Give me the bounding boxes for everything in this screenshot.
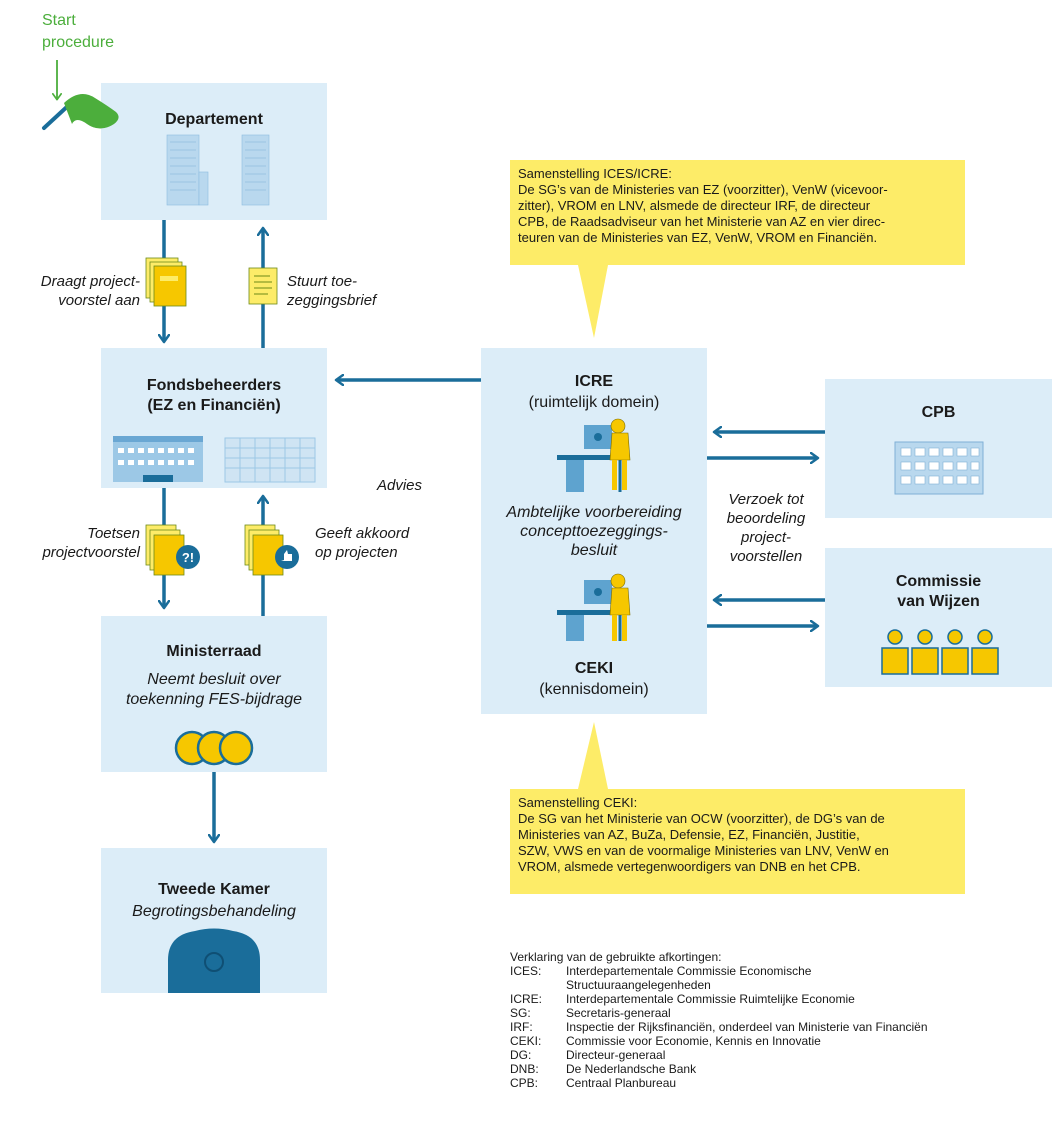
documents-approve-icon xyxy=(244,524,299,576)
abbreviation-value: Interdepartementale Commissie Economisch… xyxy=(566,964,812,992)
note-ices-icre: Samenstelling ICES/ICRE: De SG’s van de … xyxy=(510,160,965,265)
label-geeft: Geeft akkoord op projecten xyxy=(315,525,410,561)
note-ceki-heading: Samenstelling CEKI: xyxy=(518,795,638,810)
letter-icon xyxy=(248,267,278,305)
icre-ceki-middle: Ambtelijke voorbereiding concepttoezeggi… xyxy=(506,504,682,559)
worker-desk-icon xyxy=(557,418,631,492)
committee-people-icon xyxy=(881,629,999,675)
abbreviation-value: Inspectie der Rijksfinanciën, onderdeel … xyxy=(566,1020,928,1034)
label-toetsen: Toetsen projectvoorstel xyxy=(42,525,140,561)
abbreviation-key: CPB: xyxy=(510,1076,539,1090)
abbreviation-row: SG: Secretaris-generaal xyxy=(510,1006,1046,1020)
abbreviations-legend: Verklaring van de gebruikte afkortingen:… xyxy=(510,950,1046,1090)
label-draagt: Draagt project- voorstel aan xyxy=(40,273,140,309)
abbreviation-row: DG: Directeur-generaal xyxy=(510,1048,1046,1062)
icre-subtitle: (ruimtelijk domein) xyxy=(528,394,660,411)
departement-title: Departement xyxy=(165,111,263,128)
abbreviation-key: ICRE: xyxy=(510,992,543,1006)
abbreviation-row: CPB: Centraal Planbureau xyxy=(510,1076,1046,1090)
abbreviation-key: DNB: xyxy=(510,1062,539,1076)
departement-box xyxy=(101,83,327,220)
cpb-title: CPB xyxy=(921,404,956,421)
ministerraad-title: Ministerraad xyxy=(166,643,262,660)
abbreviation-value: Secretaris-generaal xyxy=(566,1006,671,1020)
label-stuurt: Stuurt toe- zeggingsbrief xyxy=(287,273,377,309)
abbreviation-key: ICES: xyxy=(510,964,542,978)
abbreviation-key: DG: xyxy=(510,1048,532,1062)
icre-title: ICRE xyxy=(574,373,614,390)
abbreviation-key: IRF: xyxy=(510,1020,533,1034)
abbreviations-heading: Verklaring van de gebruikte afkortingen: xyxy=(510,950,722,964)
abbreviation-key: CEKI: xyxy=(510,1034,542,1048)
note-ices-heading: Samenstelling ICES/ICRE: xyxy=(518,166,672,181)
icre-ceki-box xyxy=(481,348,707,714)
abbreviation-value: De Nederlandsche Bank xyxy=(566,1062,697,1076)
abbreviations-list: ICES: Interdepartementale Commissie Econo… xyxy=(510,964,1046,1090)
ministry-building-icon-2 xyxy=(224,437,316,483)
abbreviation-key: SG: xyxy=(510,1006,531,1020)
abbreviation-row: DNB: De Nederlandsche Bank xyxy=(510,1062,1046,1076)
abbreviation-value: Interdepartementale Commissie Ruimtelijk… xyxy=(566,992,855,1006)
start-procedure-label: Start procedure xyxy=(42,12,115,51)
ministerraad-subtitle: Neemt besluit over toekenning FES-bijdra… xyxy=(125,671,303,708)
label-verzoek: Verzoek tot beoordeling project- voorste… xyxy=(726,491,806,565)
fondsbeheerders-title: Fondsbeheerders (EZ en Financiën) xyxy=(146,377,282,414)
abbreviation-value: Commissie voor Economie, Kennis en Innov… xyxy=(566,1034,821,1048)
svg-text:?!: ?! xyxy=(182,550,194,565)
start-flag-icon xyxy=(42,94,119,130)
cpb-building-icon xyxy=(894,441,984,495)
tweede-kamer-title: Tweede Kamer xyxy=(158,881,270,898)
ceki-subtitle: (kennisdomein) xyxy=(539,681,649,698)
documents-icon xyxy=(145,257,187,307)
worker-desk-icon-2 xyxy=(557,573,631,641)
note-ices-body: De SG’s van de Ministeries van EZ (voorz… xyxy=(518,182,888,245)
documents-question-icon: ?! xyxy=(145,524,200,576)
parliament-seat-icon xyxy=(168,928,260,993)
commissie-title: Commissie van Wijzen xyxy=(895,573,982,610)
note-ceki-body: De SG van het Ministerie van OCW (voorzi… xyxy=(518,811,889,874)
ministry-building-icon xyxy=(113,436,203,482)
abbreviation-row: IRF: Inspectie der Rijksfinanciën, onderd… xyxy=(510,1020,1046,1034)
abbreviation-row: ICRE: Interdepartementale Commissie Ruimt… xyxy=(510,992,1046,1006)
abbreviation-value: Centraal Planbureau xyxy=(566,1076,677,1090)
abbreviation-row: ICES: Interdepartementale Commissie Econo… xyxy=(510,964,1046,992)
ceki-title: CEKI xyxy=(574,660,614,677)
note-ceki-pointer xyxy=(578,722,608,789)
note-ices-pointer xyxy=(578,265,608,338)
abbreviation-value: Directeur-generaal xyxy=(566,1048,666,1062)
coins-icon xyxy=(174,730,254,766)
note-ceki: Samenstelling CEKI: De SG van het Minist… xyxy=(510,789,965,894)
abbreviation-row: CEKI: Commissie voor Economie, Kennis en … xyxy=(510,1034,1046,1048)
building-icon xyxy=(166,134,270,206)
tweede-kamer-subtitle: Begrotingsbehandeling xyxy=(132,903,296,920)
label-advies: Advies xyxy=(377,477,423,494)
